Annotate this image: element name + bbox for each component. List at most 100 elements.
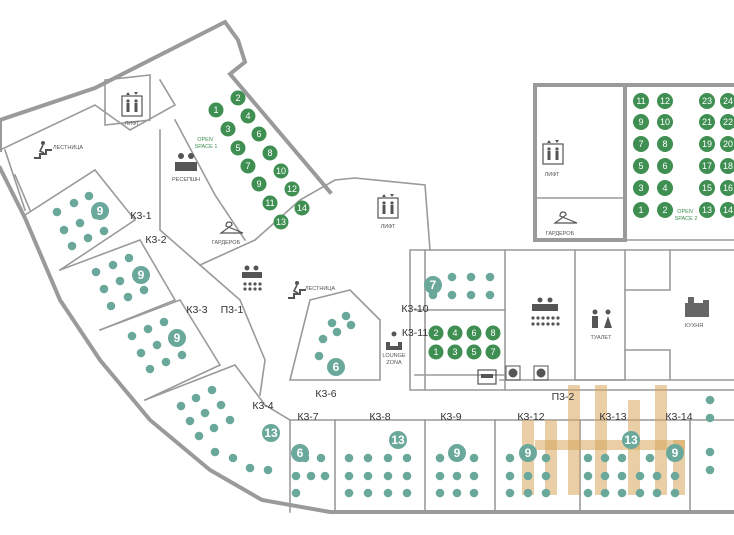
chair-dot xyxy=(705,413,715,423)
workplace-seat[interactable]: 8 xyxy=(657,136,673,152)
workplace-seat[interactable]: 1 xyxy=(208,102,224,118)
room-label-k3-10[interactable]: К3-10 xyxy=(401,303,428,315)
room-label-k3-7[interactable]: К3-7 xyxy=(297,411,318,423)
capacity-k3-4[interactable]: 13 xyxy=(262,424,280,442)
workplace-number: 5 xyxy=(235,143,240,153)
workplace-seat[interactable]: 18 xyxy=(720,158,734,174)
chair-dot xyxy=(318,334,328,344)
workplace-seat[interactable]: 6 xyxy=(466,325,482,341)
chair-dot xyxy=(435,471,445,481)
workplace-seat[interactable]: 3 xyxy=(633,180,649,196)
room-label-k3-1[interactable]: К3-1 xyxy=(130,210,151,222)
chair-dot xyxy=(505,453,515,463)
workplace-seat[interactable]: 22 xyxy=(720,114,734,130)
workplace-number: 16 xyxy=(723,183,733,193)
workplace-seat[interactable]: 7 xyxy=(485,344,501,360)
room-label-p3-1[interactable]: П3-1 xyxy=(221,304,244,316)
capacity-k3-7[interactable]: 6 xyxy=(291,444,309,462)
chair-dot xyxy=(447,272,457,282)
workplace-seat[interactable]: 19 xyxy=(699,136,715,152)
capacity-k3-1[interactable]: 9 xyxy=(91,202,109,220)
label-stairs-left: ЛЕСТНИЦА xyxy=(53,145,83,151)
workplace-seat[interactable]: 3 xyxy=(220,121,236,137)
room-label-k3-13[interactable]: К3-13 xyxy=(599,411,626,423)
workplace-seat[interactable]: 13 xyxy=(273,214,289,230)
room-label-k3-11[interactable]: К3-11 xyxy=(402,327,429,339)
capacity-badges: 9 9 9 13 6 7 6 13 9 9 13 9 xyxy=(91,202,684,462)
workplace-seat[interactable]: 15 xyxy=(699,180,715,196)
capacity-k3-14[interactable]: 9 xyxy=(666,444,684,462)
workplace-seat[interactable]: 20 xyxy=(720,136,734,152)
capacity-k3-1-value: 9 xyxy=(97,204,104,218)
capacity-k3-3-value: 9 xyxy=(174,331,181,345)
meeting-table-icon xyxy=(531,297,560,326)
workplace-seat[interactable]: 4 xyxy=(447,325,463,341)
room-label-k3-3[interactable]: К3-3 xyxy=(186,304,207,316)
workplace-seat[interactable]: 23 xyxy=(699,93,715,109)
workplace-seat[interactable]: 24 xyxy=(720,93,734,109)
workplace-seat[interactable]: 4 xyxy=(657,180,673,196)
workplace-seat[interactable]: 5 xyxy=(230,140,246,156)
workplace-seat[interactable]: 4 xyxy=(240,108,256,124)
workplace-seat[interactable]: 12 xyxy=(657,93,673,109)
workplace-seat[interactable]: 16 xyxy=(720,180,734,196)
chair-dot xyxy=(207,385,217,395)
chair-dot xyxy=(67,241,77,251)
workplace-seat[interactable]: 6 xyxy=(251,126,267,142)
room-label-k3-8[interactable]: К3-8 xyxy=(369,411,390,423)
workplace-seat[interactable]: 11 xyxy=(633,93,649,109)
workplace-seat[interactable]: 14 xyxy=(294,200,310,216)
workplace-seat[interactable]: 10 xyxy=(657,114,673,130)
workplace-seat[interactable]: 6 xyxy=(657,158,673,174)
workplace-seat[interactable]: 5 xyxy=(633,158,649,174)
chair-dot xyxy=(200,408,210,418)
workplace-seat[interactable]: 9 xyxy=(251,176,267,192)
workplace-seat[interactable]: 7 xyxy=(633,136,649,152)
capacity-k3-12[interactable]: 9 xyxy=(519,444,537,462)
workplace-seat[interactable]: 11 xyxy=(262,195,278,211)
workplace-seat[interactable]: 10 xyxy=(273,163,289,179)
label-open-space-2-a: OPEN xyxy=(677,209,693,215)
workplace-number: 13 xyxy=(702,205,712,215)
room-label-k3-4[interactable]: К3-4 xyxy=(252,400,273,412)
workplace-number: 23 xyxy=(702,96,712,106)
capacity-k3-13[interactable]: 13 xyxy=(622,431,640,449)
workplace-seat[interactable]: 1 xyxy=(428,344,444,360)
chair-dot xyxy=(84,191,94,201)
room-label-k3-12[interactable]: К3-12 xyxy=(517,411,544,423)
workplace-seat[interactable]: 14 xyxy=(720,202,734,218)
room-label-p3-2[interactable]: П3-2 xyxy=(552,391,575,403)
workplace-number: 8 xyxy=(490,328,495,338)
workplace-seat[interactable]: 9 xyxy=(633,114,649,130)
workplace-seat[interactable]: 2 xyxy=(428,325,444,341)
chair-dot xyxy=(583,453,593,463)
chair-dot xyxy=(505,471,515,481)
workplace-seat[interactable]: 2 xyxy=(657,202,673,218)
workplace-seat[interactable]: 5 xyxy=(466,344,482,360)
capacity-k3-10[interactable]: 7 xyxy=(424,276,442,294)
room-labels: К3-1 К3-2 К3-3 П3-1 К3-4 К3-6 К3-10 К3-1… xyxy=(130,210,692,423)
label-open-space-2-b: SPACE 2 xyxy=(675,216,698,222)
workplace-seat[interactable]: 3 xyxy=(447,344,463,360)
workplace-seat[interactable]: 17 xyxy=(699,158,715,174)
room-label-k3-6[interactable]: К3-6 xyxy=(315,388,336,400)
workplace-seat[interactable]: 12 xyxy=(284,181,300,197)
room-label-k3-9[interactable]: К3-9 xyxy=(440,411,461,423)
workplace-seat[interactable]: 13 xyxy=(699,202,715,218)
workplace-seat[interactable]: 7 xyxy=(240,158,256,174)
capacity-k3-3[interactable]: 9 xyxy=(168,329,186,347)
capacity-k3-6[interactable]: 6 xyxy=(327,358,345,376)
workplace-number: 10 xyxy=(276,166,286,176)
workplace-seat[interactable]: 21 xyxy=(699,114,715,130)
workplace-seat[interactable]: 2 xyxy=(230,90,246,106)
workplace-seat[interactable]: 1 xyxy=(633,202,649,218)
room-label-k3-2[interactable]: К3-2 xyxy=(145,234,166,246)
capacity-k3-2[interactable]: 9 xyxy=(132,266,150,284)
capacity-k3-10-value: 7 xyxy=(430,278,437,292)
room-label-k3-14[interactable]: К3-14 xyxy=(665,411,692,423)
workplace-seat[interactable]: 8 xyxy=(485,325,501,341)
capacity-k3-9[interactable]: 9 xyxy=(448,444,466,462)
chair-dot xyxy=(600,453,610,463)
capacity-k3-8[interactable]: 13 xyxy=(389,431,407,449)
workplace-seat[interactable]: 8 xyxy=(262,145,278,161)
